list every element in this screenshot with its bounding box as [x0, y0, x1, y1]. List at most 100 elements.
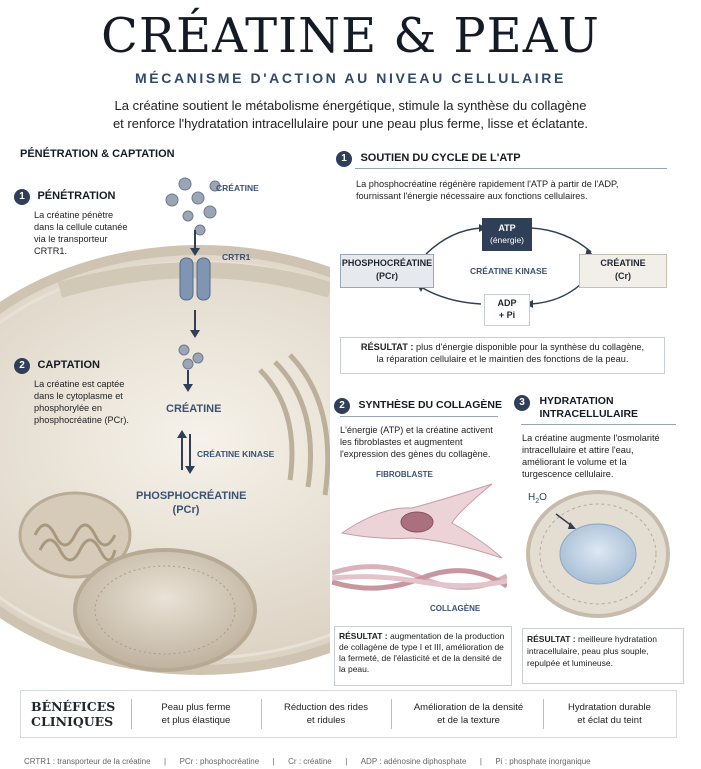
atp-box-line-2: (énergie): [489, 235, 525, 245]
pcr-box-line-2: (PCr): [376, 271, 398, 281]
label-creatine-inside: CRÉATINE: [166, 403, 222, 415]
pcr-box: PHOSPHOCRÉATINE (PCr): [340, 254, 434, 288]
atp-result-line-1: plus d'énergie disponible pour la synthè…: [416, 342, 645, 352]
crtr1-transporter: [179, 257, 211, 301]
mitochondrion: [18, 491, 132, 579]
label-pcr-line-2: (PCr): [172, 504, 200, 516]
label-pcr-line-1: PHOSPHOCRÉATINE: [136, 490, 247, 502]
step-captation: 2 CAPTATION La créatine est captée dans …: [14, 355, 134, 426]
step-1-number: 1: [14, 189, 30, 205]
fibroblast-collagen-illustration: [332, 483, 507, 591]
benefit-2-line-1: Réduction des rides: [284, 702, 368, 713]
step-2-number: 2: [14, 358, 30, 374]
label-creatine-kinase: CRÉATINE KINASE: [197, 449, 275, 459]
step-1-text: La créatine pénètre dans la cellule cuta…: [34, 210, 128, 256]
hydration-divider: [521, 424, 676, 425]
benefit-item: Réduction des rides et ridules: [266, 701, 386, 727]
glossary-separator: |: [164, 757, 167, 766]
h2o-o: O: [539, 492, 547, 503]
page-subtitle: MÉCANISME D'ACTION AU NIVEAU CELLULAIRE: [135, 70, 566, 86]
h2o-2: 2: [535, 498, 540, 505]
benefits-title: BÉNÉFICES CLINIQUES: [31, 699, 115, 729]
step-penetration: 1 PÉNÉTRATION La créatine pénètre dans l…: [14, 186, 127, 257]
collagen-label: COLLAGÈNE: [430, 604, 481, 613]
atp-result-line-2: la réparation cellulaire et le maintien …: [376, 354, 629, 364]
step-1-title: PÉNÉTRATION: [37, 190, 116, 202]
adp-box: ADP + Pi: [484, 294, 530, 326]
atp-section-header: 1 SOUTIEN DU CYCLE DE L'ATP: [336, 148, 521, 167]
atp-box: ATP (énergie): [482, 218, 532, 251]
glossary-item: PCr : phosphocréatine: [179, 757, 260, 766]
creatine-molecules: [165, 177, 221, 236]
benefit-item: Amélioration de la densité et de la text…: [396, 701, 541, 727]
atp-title: SOUTIEN DU CYCLE DE L'ATP: [360, 152, 521, 164]
adp-box-line-2: + Pi: [498, 310, 516, 320]
benefit-2-line-2: et ridules: [306, 715, 346, 726]
benefits-title-line-2: CLINIQUES: [31, 714, 114, 729]
fibroblast-label: FIBROBLASTE: [376, 470, 433, 479]
atp-number: 1: [336, 151, 352, 167]
benefit-1-line-1: Peau plus ferme: [161, 702, 231, 713]
benefit-item: Peau plus ferme et plus élastique: [136, 701, 256, 727]
benefits-bar: BÉNÉFICES CLINIQUES Peau plus ferme et p…: [20, 690, 677, 738]
nucleus: [73, 548, 257, 672]
hydration-text: La créatine augmente l'osmolarité intrac…: [522, 433, 660, 479]
collagen-title: SYNTHÈSE DU COLLAGÈNE: [358, 399, 502, 411]
h2o-h: H: [528, 492, 536, 503]
label-crtr1: CRTR1: [222, 252, 251, 262]
collagen-divider: [340, 416, 498, 417]
benefit-divider-2: [261, 699, 262, 729]
glossary-item: ADP : adénosine diphosphate: [360, 757, 467, 766]
hydration-title-line-2: INTRACELLULAIRE: [539, 408, 639, 420]
benefit-divider-4: [543, 699, 544, 729]
step-2-title: CAPTATION: [37, 359, 100, 371]
fibroblast-cell: [340, 483, 503, 559]
hydration-number: 3: [514, 395, 530, 411]
atp-text: La phosphocréatine régénère rapidement l…: [356, 179, 619, 201]
hydration-result-text: meilleure hydratation intracellulaire, p…: [527, 634, 657, 668]
collagen-result-label: RÉSULTAT :: [339, 631, 388, 641]
collagen-fibers: [332, 564, 507, 591]
hydration-section-header: 3 HYDRATATION INTRACELLULAIRE: [514, 395, 684, 422]
glossary-separator: |: [479, 757, 482, 766]
benefit-item: Hydratation durable et éclat du teint: [548, 701, 671, 727]
glossary-item: Pi : phosphate inorganique: [495, 757, 591, 766]
atp-result-label: RÉSULTAT :: [360, 342, 414, 352]
creatine-box-line-1: CRÉATINE: [600, 258, 646, 268]
benefit-4-line-1: Hydratation durable: [568, 702, 651, 713]
cell-illustration: [0, 177, 330, 675]
hydration-title-line-1: HYDRATATION: [539, 395, 614, 407]
atp-result-box: RÉSULTAT : plus d'énergie disponible pou…: [340, 337, 665, 374]
intro-text: La créatine soutient le métabolisme éner…: [80, 97, 621, 133]
collagen-result-text: augmentation de la production de collagè…: [339, 631, 505, 674]
collagen-text: L'énergie (ATP) et la créatine activent …: [340, 425, 493, 459]
collagen-number: 2: [334, 398, 350, 414]
label-creatine-outside: CRÉATINE: [216, 183, 259, 193]
benefit-1-line-2: et plus élastique: [161, 715, 231, 726]
benefit-divider-1: [131, 699, 132, 729]
atp-kinase-label: CRÉATINE KINASE: [470, 266, 548, 276]
atp-divider: [355, 168, 667, 169]
glossary-separator: |: [345, 757, 348, 766]
step-2-text: La créatine est captée dans le cytoplasm…: [34, 379, 129, 425]
h2o-label: H2O: [528, 492, 547, 505]
golgi-apparatus: [258, 353, 330, 496]
creatine-box: CRÉATINE (Cr): [579, 254, 667, 288]
benefit-3-line-1: Amélioration de la densité: [413, 702, 524, 713]
glossary-item: Cr : créatine: [288, 757, 332, 766]
intro-line-2: et renforce l'hydratation intracellulair…: [112, 116, 589, 131]
pcr-box-line-1: PHOSPHOCRÉATINE: [341, 258, 433, 268]
intro-line-1: La créatine soutient le métabolisme éner…: [114, 98, 587, 113]
glossary-separator: |: [272, 757, 275, 766]
collagen-result-box: RÉSULTAT : augmentation de la production…: [334, 626, 512, 686]
left-section-title: PÉNÉTRATION & CAPTATION: [20, 148, 175, 160]
benefits-title-line-1: BÉNÉFICES: [31, 699, 116, 714]
hydration-result-label: RÉSULTAT :: [527, 634, 576, 644]
footer-glossary: CRTR1 : transporteur de la créatine | PC…: [24, 751, 684, 769]
page-title: CRÉATINE & PEAU: [101, 8, 600, 64]
adp-box-line-1: ADP: [497, 298, 517, 308]
benefit-divider-3: [391, 699, 392, 729]
hydration-result-box: RÉSULTAT : meilleure hydratation intrace…: [522, 628, 684, 684]
benefit-3-line-2: et de la texture: [437, 715, 500, 726]
atp-box-line-1: ATP: [498, 223, 516, 233]
